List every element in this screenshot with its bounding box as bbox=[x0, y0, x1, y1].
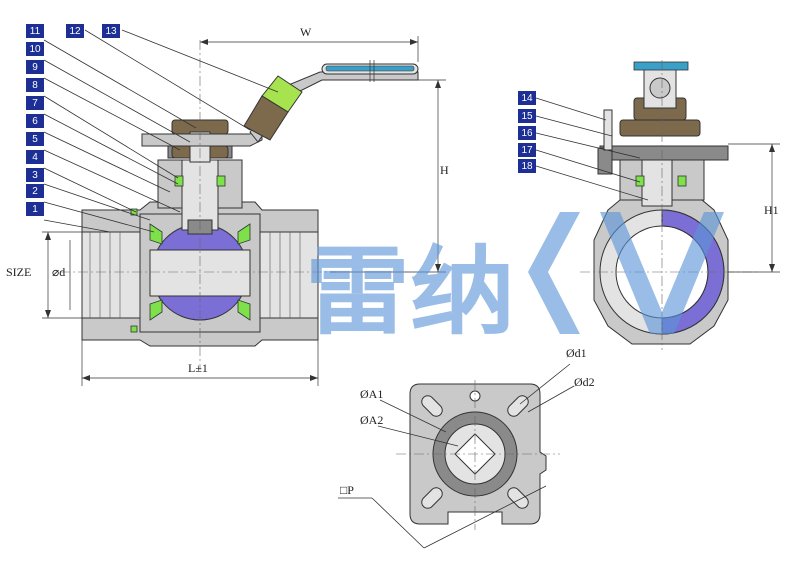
callout-13: 13 bbox=[102, 24, 120, 38]
callout-7: 7 bbox=[26, 96, 44, 110]
callout-14: 14 bbox=[518, 91, 536, 105]
svg-text:2: 2 bbox=[32, 186, 38, 197]
callout-9: 9 bbox=[26, 60, 44, 74]
callout-3: 3 bbox=[26, 168, 44, 182]
dim-p: □P bbox=[340, 483, 354, 497]
svg-text:18: 18 bbox=[521, 161, 533, 172]
svg-text:6: 6 bbox=[32, 116, 38, 127]
svg-text:9: 9 bbox=[32, 62, 38, 73]
svg-text:15: 15 bbox=[521, 111, 533, 122]
callout-15: 15 bbox=[518, 109, 536, 123]
dim-a2: ØA2 bbox=[360, 413, 383, 427]
svg-text:16: 16 bbox=[521, 128, 533, 139]
watermark-text: 雷纳 bbox=[305, 236, 515, 348]
watermark-logo: 雷纳 bbox=[305, 212, 724, 348]
callout-4: 4 bbox=[26, 150, 44, 164]
callout-8: 8 bbox=[26, 78, 44, 92]
dim-h1: H1 bbox=[764, 203, 779, 217]
svg-text:8: 8 bbox=[32, 80, 38, 91]
callout-1: 1 bbox=[26, 202, 44, 216]
svg-text:7: 7 bbox=[32, 98, 38, 109]
svg-text:1: 1 bbox=[32, 204, 38, 215]
callout-11: 11 bbox=[26, 24, 44, 38]
callout-10: 10 bbox=[26, 42, 44, 56]
callouts-left: 11 10 9 8 7 6 5 4 3 2 1 12 13 bbox=[26, 24, 279, 233]
dimensions-left: W H SIZE ⌀d L±1 bbox=[6, 25, 449, 386]
watermark-chevrons bbox=[528, 212, 724, 334]
callout-12: 12 bbox=[66, 24, 84, 38]
svg-text:10: 10 bbox=[29, 44, 41, 55]
callout-16: 16 bbox=[518, 126, 536, 140]
mounting-pad-view bbox=[396, 380, 560, 530]
svg-text:13: 13 bbox=[105, 26, 117, 37]
dim-w: W bbox=[300, 25, 312, 39]
dim-size: SIZE bbox=[6, 265, 31, 279]
svg-text:12: 12 bbox=[69, 26, 81, 37]
callout-6: 6 bbox=[26, 114, 44, 128]
dim-a1: ØA1 bbox=[360, 387, 383, 401]
callout-2: 2 bbox=[26, 184, 44, 198]
svg-text:14: 14 bbox=[521, 93, 533, 104]
callout-5: 5 bbox=[26, 132, 44, 146]
callouts-right: 14 15 16 17 18 bbox=[518, 91, 649, 201]
dim-d: ⌀d bbox=[52, 265, 65, 279]
callout-18: 18 bbox=[518, 159, 536, 173]
dim-h: H bbox=[440, 163, 449, 177]
svg-text:4: 4 bbox=[32, 152, 38, 163]
dimensions-pad: Ød1 Ød2 ØA1 ØA2 □P bbox=[338, 346, 595, 549]
dim-l: L±1 bbox=[188, 361, 208, 375]
dim-d1: Ød1 bbox=[566, 346, 587, 360]
svg-text:11: 11 bbox=[30, 26, 41, 37]
svg-text:3: 3 bbox=[32, 170, 38, 181]
section-view bbox=[60, 40, 419, 370]
svg-text:5: 5 bbox=[32, 134, 38, 145]
dim-d2: Ød2 bbox=[574, 375, 595, 389]
svg-text:17: 17 bbox=[521, 145, 533, 156]
seat-left bbox=[149, 223, 163, 245]
callout-17: 17 bbox=[518, 143, 536, 157]
seat-right bbox=[237, 223, 251, 245]
dimensions-right: H1 bbox=[728, 143, 780, 273]
